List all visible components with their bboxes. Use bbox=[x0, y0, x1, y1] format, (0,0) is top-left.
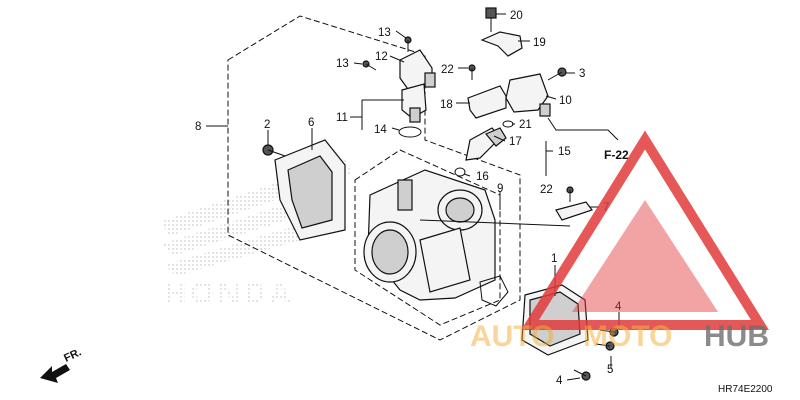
callout-4: 4 bbox=[556, 375, 563, 387]
callout-3: 3 bbox=[579, 68, 585, 80]
part-3-bolt bbox=[547, 67, 567, 81]
part-5-screw bbox=[595, 341, 615, 351]
callout-19: 19 bbox=[533, 37, 546, 49]
callout-13: 13 bbox=[378, 27, 391, 39]
part-1-gasket bbox=[479, 275, 509, 307]
callout-18: 18 bbox=[440, 99, 453, 111]
site-watermark: AUTO MOTO HUB bbox=[470, 130, 769, 353]
part-22-bolt-b bbox=[566, 186, 574, 202]
part-20-bolt bbox=[485, 7, 497, 32]
part-2-bolt bbox=[262, 144, 286, 157]
callout-22: 22 bbox=[540, 184, 553, 196]
part-18-stay bbox=[467, 85, 507, 119]
part-21-o-ring bbox=[502, 120, 514, 128]
part-17-injector bbox=[465, 127, 507, 161]
part-9-throttle-body bbox=[363, 169, 496, 301]
callout-1: 1 bbox=[551, 253, 557, 265]
callout-22: 22 bbox=[441, 64, 454, 76]
leader-lines bbox=[206, 13, 620, 381]
part-11-sensor-body bbox=[401, 83, 427, 123]
callout-12: 12 bbox=[375, 51, 388, 63]
part-19-clamp bbox=[480, 31, 523, 57]
callout-4: 4 bbox=[615, 301, 622, 313]
callout-16: 16 bbox=[476, 171, 489, 183]
part-13-screw-a bbox=[404, 36, 412, 52]
part-4-screw-b bbox=[573, 369, 591, 381]
callout-17: 17 bbox=[509, 136, 522, 148]
throttle-body-dashed-outline bbox=[354, 149, 501, 326]
watermark-hub: HUB bbox=[704, 320, 769, 353]
callout-15: 15 bbox=[558, 146, 571, 158]
front-direction-arrow: FR. bbox=[40, 346, 83, 383]
watermark-moto: MOTO bbox=[583, 320, 672, 353]
part-13-screw-b bbox=[362, 60, 377, 71]
part-14-o-ring bbox=[398, 126, 422, 138]
part-16-seal bbox=[454, 167, 466, 177]
callout-8: 8 bbox=[195, 121, 201, 133]
part-7-bracket bbox=[555, 201, 593, 221]
part-6-cover-bracket bbox=[274, 139, 346, 241]
part-12-sensor-cap bbox=[399, 49, 436, 93]
callout-11: 11 bbox=[336, 112, 348, 124]
callout-14: 14 bbox=[374, 124, 387, 136]
watermark-auto: AUTO bbox=[470, 320, 554, 353]
callout-2: 2 bbox=[264, 119, 270, 131]
direction-label: FR. bbox=[62, 346, 83, 364]
callout-13: 13 bbox=[336, 58, 349, 70]
callout-numbers: 20 19 13 12 13 22 3 18 10 8 2 6 11 14 21… bbox=[195, 10, 622, 387]
honda-watermark-text: HONDA bbox=[165, 277, 295, 310]
callout-5: 5 bbox=[607, 364, 613, 376]
callout-10: 10 bbox=[559, 95, 572, 107]
callout-9: 9 bbox=[497, 183, 503, 195]
section-reference-f22: F-22 bbox=[604, 148, 629, 162]
callout-21: 21 bbox=[519, 119, 532, 131]
part-10-sensor bbox=[505, 73, 551, 117]
callout-6: 6 bbox=[308, 117, 314, 129]
part-22-bolt-a bbox=[468, 64, 476, 80]
assembly-dashed-outline bbox=[227, 15, 521, 341]
diagram-code: HR74E2200 bbox=[718, 384, 773, 395]
callout-20: 20 bbox=[510, 10, 523, 22]
